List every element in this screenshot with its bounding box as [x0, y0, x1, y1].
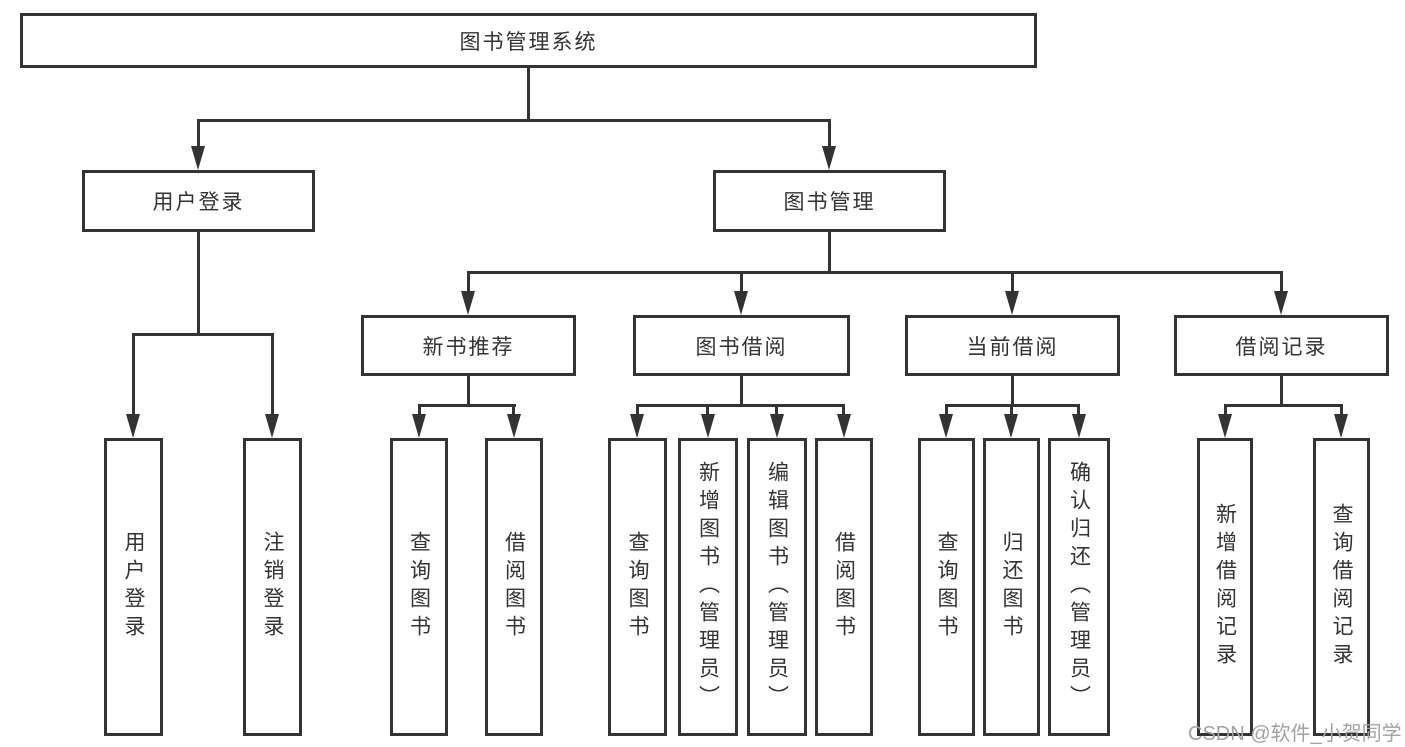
- node-book-borrowing: 图书借阅: [633, 315, 850, 376]
- node-current-borrowing: 当前借阅: [905, 315, 1120, 376]
- connector-line: [197, 232, 200, 335]
- connector-line: [197, 119, 200, 149]
- connector-line: [1280, 376, 1283, 407]
- node-book-management: 图书管理: [713, 170, 946, 232]
- connector-line: [467, 376, 470, 407]
- connector-line: [1010, 404, 1013, 416]
- connector-line: [1011, 271, 1014, 293]
- leaf-borrow-books-recommend: 借阅图书: [485, 438, 543, 736]
- leaf-query-books-recommend-label: 查询图书: [407, 531, 431, 643]
- arrow-down-icon: [507, 414, 521, 438]
- connector-line: [527, 68, 530, 122]
- leaf-edit-books-admin: 编辑图书（管理员）: [747, 438, 807, 736]
- node-book-borrowing-label: 图书借阅: [695, 335, 788, 359]
- arrow-down-icon: [461, 291, 475, 315]
- node-library-system: 图书管理系统: [20, 13, 1037, 68]
- connector-line: [467, 271, 470, 293]
- connector-line: [1280, 271, 1283, 293]
- arrow-down-icon: [126, 414, 140, 438]
- leaf-logout: 注销登录: [243, 438, 302, 736]
- connector-line: [740, 271, 743, 293]
- leaf-query-books-current: 查询图书: [918, 438, 975, 736]
- connector-line: [740, 376, 743, 407]
- arrow-down-icon: [191, 146, 205, 170]
- arrow-down-icon: [1004, 414, 1018, 438]
- leaf-add-books-admin-label: 新增图书（管理员）: [696, 461, 720, 713]
- leaf-query-books-current-label: 查询图书: [935, 531, 958, 643]
- connector-line: [1011, 376, 1014, 407]
- leaf-query-borrow-record: 查询借阅记录: [1313, 438, 1370, 736]
- leaf-add-books-admin: 新增图书（管理员）: [678, 438, 738, 736]
- node-new-book-recommend: 新书推荐: [361, 315, 576, 376]
- connector-line: [842, 404, 845, 416]
- leaf-query-books-recommend: 查询图书: [390, 438, 448, 736]
- node-book-management-label: 图书管理: [783, 191, 876, 214]
- arrow-down-icon: [630, 414, 644, 438]
- arrow-down-icon: [1005, 291, 1019, 315]
- arrow-down-icon: [1072, 414, 1086, 438]
- leaf-add-borrow-record: 新增借阅记录: [1197, 438, 1253, 736]
- arrow-down-icon: [837, 414, 851, 438]
- connector-line: [1224, 404, 1227, 416]
- connector-line: [828, 119, 831, 149]
- connector-line: [636, 404, 845, 407]
- connector-line: [271, 333, 274, 416]
- arrow-down-icon: [770, 414, 784, 438]
- arrow-down-icon: [822, 146, 836, 170]
- leaf-query-books-borrowing-label: 查询图书: [626, 531, 649, 643]
- node-borrowing-records-label: 借阅记录: [1235, 335, 1328, 359]
- node-user-login: 用户登录: [82, 170, 315, 232]
- connector-line: [132, 333, 274, 336]
- leaf-confirm-return-admin-label: 确认归还（管理员）: [1067, 461, 1091, 713]
- leaf-borrow-books-recommend-label: 借阅图书: [502, 531, 526, 643]
- leaf-confirm-return-admin: 确认归还（管理员）: [1048, 438, 1110, 736]
- connector-line: [828, 232, 831, 274]
- leaf-query-borrow-record-label: 查询借阅记录: [1330, 503, 1353, 671]
- leaf-return-books: 归还图书: [983, 438, 1040, 736]
- leaf-query-books-borrowing: 查询图书: [608, 438, 667, 736]
- watermark: CSDN @软件_小贺同学: [1188, 723, 1402, 745]
- connector-line: [1224, 404, 1343, 407]
- connector-line: [775, 404, 778, 416]
- arrow-down-icon: [265, 414, 279, 438]
- leaf-borrow-books-borrowing-label: 借阅图书: [832, 531, 856, 643]
- connector-line: [706, 404, 709, 416]
- connector-line: [1077, 404, 1080, 416]
- connector-line: [636, 404, 639, 416]
- leaf-borrow-books-borrowing: 借阅图书: [815, 438, 873, 736]
- leaf-user-login-label: 用户登录: [122, 531, 145, 643]
- node-current-borrowing-label: 当前借阅: [966, 335, 1059, 359]
- arrow-down-icon: [1334, 414, 1348, 438]
- connector-line: [512, 404, 515, 416]
- connector-line: [1340, 404, 1343, 416]
- node-new-book-recommend-label: 新书推荐: [422, 335, 515, 359]
- node-user-login-label: 用户登录: [152, 191, 245, 214]
- arrow-down-icon: [701, 414, 715, 438]
- leaf-user-login: 用户登录: [104, 438, 163, 736]
- arrow-down-icon: [734, 291, 748, 315]
- leaf-edit-books-admin-label: 编辑图书（管理员）: [765, 461, 789, 713]
- leaf-logout-label: 注销登录: [261, 531, 284, 643]
- connector-line: [418, 404, 421, 416]
- arrow-down-icon: [412, 414, 426, 438]
- connector-line: [197, 119, 831, 122]
- connector-line: [418, 404, 516, 407]
- connector-line: [467, 271, 1283, 274]
- connector-line: [945, 404, 948, 416]
- node-borrowing-records: 借阅记录: [1174, 315, 1389, 376]
- arrow-down-icon: [1274, 291, 1288, 315]
- arrow-down-icon: [939, 414, 953, 438]
- arrow-down-icon: [1218, 414, 1232, 438]
- node-library-system-label: 图书管理系统: [459, 30, 598, 54]
- leaf-add-borrow-record-label: 新增借阅记录: [1213, 503, 1237, 671]
- connector-line: [132, 333, 135, 416]
- leaf-return-books-label: 归还图书: [1000, 531, 1023, 643]
